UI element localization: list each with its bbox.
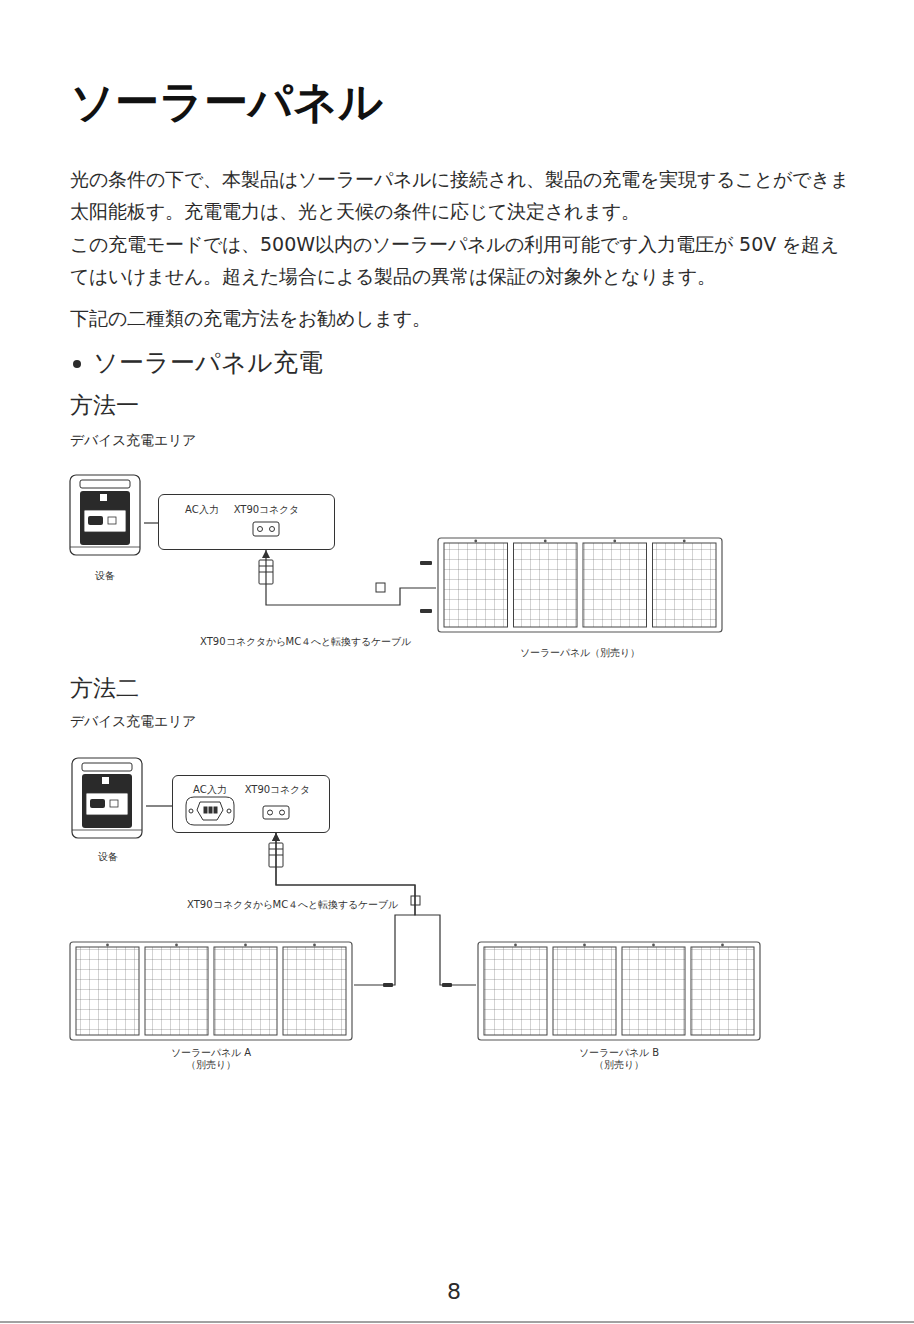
panel-eyelet xyxy=(613,540,616,543)
method-heading: 方法二 xyxy=(70,674,139,703)
drawing-stroke xyxy=(268,810,273,815)
part-caption: ソーラーパネル A （別売り） xyxy=(165,1047,257,1070)
panel-eyelet xyxy=(583,944,586,947)
panel-eyelet xyxy=(313,944,316,947)
panel-cells xyxy=(553,947,616,1035)
panel-cells xyxy=(444,543,508,627)
panel-cells xyxy=(283,947,346,1035)
page-title: ソーラーパネル xyxy=(70,76,383,129)
port-label: AC入力 xyxy=(193,784,227,796)
device-drawing xyxy=(72,758,142,838)
panel-frame xyxy=(478,942,760,1040)
solar-panel-box: ソーラーパネル（別売り） xyxy=(436,536,724,658)
panel-eyelet xyxy=(244,944,247,947)
solar-panel xyxy=(438,538,722,632)
drawing-stroke xyxy=(253,522,279,536)
panel-eyelet xyxy=(652,944,655,947)
drawing-stroke xyxy=(270,527,275,532)
body-paragraph: 光の条件の下で、本製品はソーラーパネルに接続され、製品の充電を実現することができ… xyxy=(70,163,860,227)
cable-line xyxy=(146,805,172,806)
drawing-stroke xyxy=(280,810,285,815)
solar-panel xyxy=(478,942,760,1040)
drawing-stroke xyxy=(258,527,263,532)
drawing-stroke xyxy=(189,809,193,813)
port-label: XT90コネクタ xyxy=(234,504,300,516)
cable-label: XT90コネクタからMC４へと転換するケーブル xyxy=(185,899,400,911)
drawing-stroke xyxy=(204,807,207,813)
page-number: 8 xyxy=(447,1278,461,1306)
section-heading: ソーラーパネル充電 xyxy=(93,347,323,378)
panel-cells xyxy=(76,947,139,1035)
area-caption: デバイス充電エリア xyxy=(70,713,196,731)
device-drawing xyxy=(70,475,140,555)
panel-cells xyxy=(691,947,754,1035)
cable-line xyxy=(266,550,436,605)
bullet-dot xyxy=(73,360,81,368)
panel-eyelet xyxy=(544,540,547,543)
panel-cells xyxy=(622,947,685,1035)
solar-panel-box: ソーラーパネル B （別売り） xyxy=(476,940,762,1070)
part-caption: 设备 xyxy=(98,851,118,863)
device-box: 设备 xyxy=(70,756,146,862)
method-heading: 方法一 xyxy=(70,391,139,420)
port-callout: AC入力 XT90コネクタ xyxy=(158,494,335,550)
port-callout: AC入力 XT90コネクタ xyxy=(172,775,330,833)
device-box: 设备 xyxy=(66,473,144,581)
panel-cells xyxy=(583,543,647,627)
drawing-stroke xyxy=(214,807,217,813)
drawing-stroke xyxy=(186,797,234,825)
solar-panel-drawings xyxy=(70,538,760,1040)
area-caption: デバイス充電エリア xyxy=(70,432,196,450)
panel-frame xyxy=(70,942,352,1040)
panel-eyelet xyxy=(175,944,178,947)
drawing-stroke xyxy=(209,807,212,813)
panel-eyelet xyxy=(514,944,517,947)
solar-panel-box: ソーラーパネル A （別売り） xyxy=(68,940,354,1070)
part-caption: ソーラーパネル（別売り） xyxy=(520,647,640,659)
drawing-stroke xyxy=(263,806,289,819)
drawing-stroke xyxy=(420,561,432,565)
port-label: XT90コネクタ xyxy=(245,784,311,796)
drawing-stroke xyxy=(197,802,223,820)
panel-cells xyxy=(484,947,547,1035)
xt90-plug xyxy=(259,560,283,867)
solar-panel xyxy=(70,942,352,1040)
panel-cells xyxy=(214,947,277,1035)
part-caption: ソーラーパネル B （別売り） xyxy=(573,1047,665,1070)
drawing-stroke xyxy=(376,583,385,592)
part-caption: 设备 xyxy=(95,570,115,582)
ac-port xyxy=(186,797,234,825)
cable-line xyxy=(144,522,158,523)
body-paragraph: この充電モードでは、500W以内のソーラーパネルの利用可能です入力電圧が 50V… xyxy=(70,228,860,292)
body-paragraph: 下記の二種類の充電方法をお勧めします。 xyxy=(70,302,860,334)
panel-cells xyxy=(653,543,717,627)
panel-eyelet xyxy=(106,944,109,947)
y-splitter xyxy=(376,583,420,905)
port-label: AC入力 xyxy=(185,504,219,516)
panel-cells xyxy=(145,947,208,1035)
panel-frame xyxy=(438,538,722,632)
panel-eyelet xyxy=(474,540,477,543)
panel-cells xyxy=(514,543,578,627)
drawing-stroke xyxy=(227,809,231,813)
panel-eyelet xyxy=(721,944,724,947)
panel-eyelet xyxy=(683,540,686,543)
drawing-stroke xyxy=(420,609,432,613)
page-rule xyxy=(0,1322,914,1323)
cable-label: XT90コネクタからMC４へと転換するケーブル xyxy=(198,636,413,648)
